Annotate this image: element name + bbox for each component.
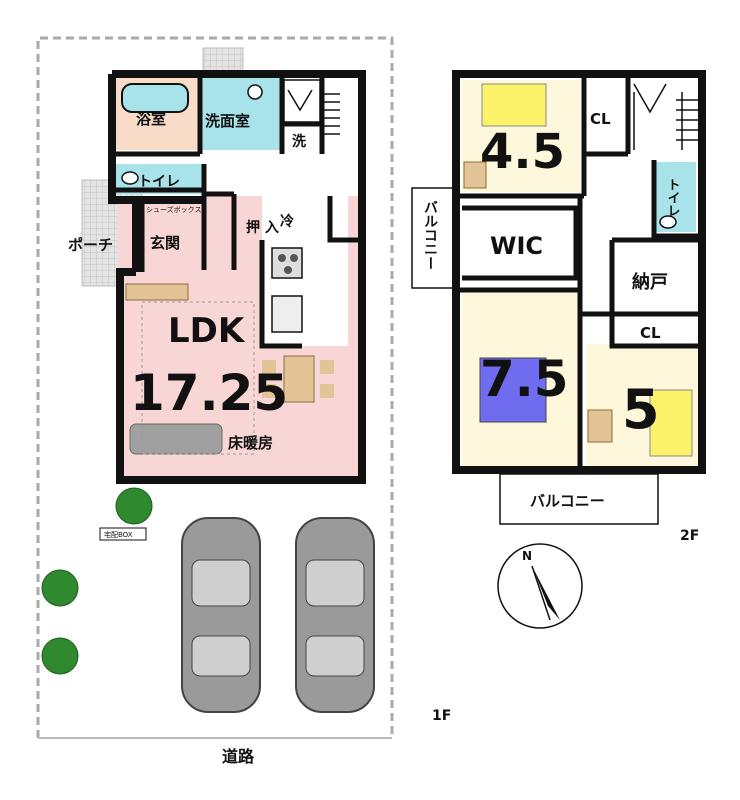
washroom-label: 洗面室	[205, 112, 250, 130]
toilet-bowl-1f	[121, 171, 139, 185]
car-icon	[295, 517, 375, 713]
stairs-1f	[283, 79, 340, 135]
balcony-side	[411, 187, 455, 289]
wic-label: WIC	[490, 232, 543, 260]
kitchen-sink	[271, 295, 303, 333]
bathtub	[121, 83, 189, 113]
closet-label-1f: 押 入	[246, 219, 279, 236]
closet-b-label: CL	[640, 324, 661, 342]
inner-walls-2f	[456, 74, 702, 470]
bed-room-a	[481, 83, 547, 127]
tree-icon	[41, 569, 79, 607]
toilet-label-2f: トイレ	[665, 178, 681, 217]
sofa	[129, 423, 223, 455]
tree-icon	[41, 637, 79, 675]
car-icon	[181, 517, 261, 713]
bath-label: 浴室	[136, 110, 166, 128]
laundry-label: 洗	[292, 133, 306, 150]
garden-trees	[41, 487, 153, 675]
hall-floor	[204, 164, 358, 194]
balcony-bottom-label: バルコニー	[530, 492, 605, 510]
toilet-label-1f: トイレ	[138, 174, 180, 190]
compass-icon: N	[497, 543, 583, 629]
ldk-size: 17.25	[130, 364, 288, 422]
outer-walls-2f	[452, 70, 706, 474]
floor-1: 浴室 洗面室 洗 トイレ シューズボックス 玄関 ポーチ 押 入 冷 LDK 1…	[36, 36, 451, 766]
bed-room-c	[649, 389, 693, 457]
closet-a-label: CL	[590, 110, 611, 128]
shoe-box-label: シューズボックス	[146, 205, 201, 214]
washroom-floor	[202, 78, 282, 150]
dining-chair	[320, 384, 334, 398]
burner-icon	[284, 266, 292, 274]
dining-table	[283, 355, 315, 403]
delivery-box-label: 宅配BOX	[104, 530, 133, 539]
floor-1-label: 1F	[432, 708, 451, 724]
bed-room-b	[479, 357, 547, 423]
room-b-size: 7.5	[480, 350, 569, 408]
inner-walls-1f	[116, 78, 358, 349]
floor-heating-label: 床暖房	[228, 434, 273, 452]
ldk-name: LDK	[168, 311, 246, 351]
desk-room-c	[587, 409, 613, 443]
tv-board	[125, 283, 189, 301]
tree-icon	[115, 487, 153, 525]
porch-label: ポーチ	[68, 236, 113, 254]
room-c-size: 5	[622, 378, 660, 441]
outer-walls-1f	[108, 70, 366, 484]
desk-room-a	[463, 161, 487, 189]
entrance-label: 玄関	[150, 234, 180, 252]
washbasin	[247, 84, 263, 100]
compass-north: N	[522, 549, 532, 563]
toilet-bowl-2f	[659, 215, 677, 229]
stairs-2f	[633, 83, 700, 150]
floor-2-label: 2F	[680, 528, 699, 544]
floor-heating-area	[141, 301, 255, 455]
burner-icon	[278, 254, 286, 262]
burner-icon	[290, 254, 298, 262]
storage-label: 納戸	[632, 271, 668, 293]
dining-chair	[320, 360, 334, 374]
delivery-box	[99, 527, 147, 541]
dining-chair	[262, 384, 276, 398]
road-label: 道路	[222, 747, 255, 766]
fridge-label: 冷	[280, 213, 294, 230]
lot-boundary	[36, 36, 394, 738]
balcony-side-label: バルコニー	[422, 200, 438, 270]
room-a-size: 4.5	[480, 124, 565, 180]
dining-chair	[262, 360, 276, 374]
floor-2: 4.5 CL バルコニー WIC トイレ 納戸 CL 7.5 5 バルコニー 2…	[411, 70, 706, 629]
